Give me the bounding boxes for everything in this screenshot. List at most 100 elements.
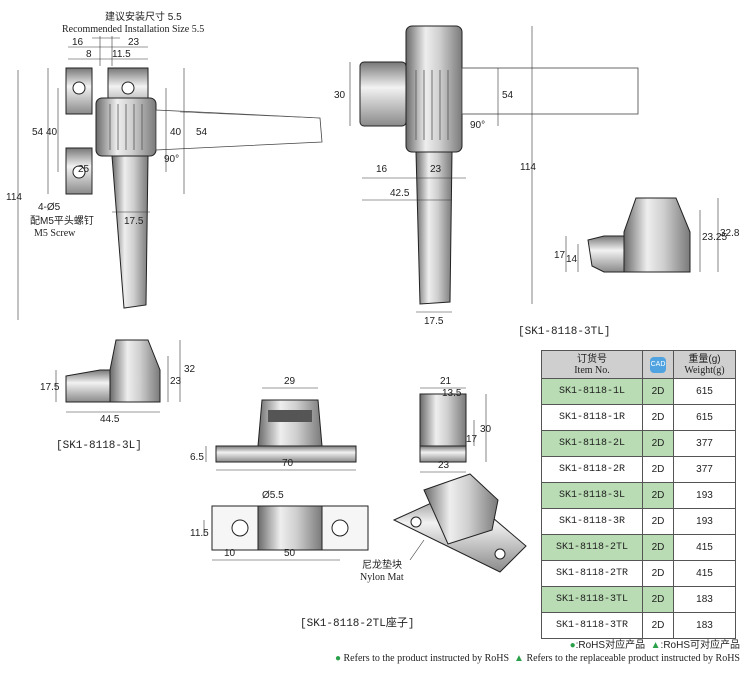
dim-11-5: 11.5 (112, 49, 131, 60)
front-view-3TL: 30 54 90° 16 23 42.5 114 17.5 [SK1-8118-… (334, 25, 639, 338)
rohs-dot-icon: ● (569, 640, 576, 651)
cell-cad: 2D (642, 508, 674, 535)
cell-weight: 183 (673, 586, 736, 613)
dim-11-5-seat: 11.5 (190, 528, 209, 539)
dim-17-seat: 17 (466, 434, 478, 445)
dim-54-3tl: 54 (502, 90, 514, 101)
dim-13-5: 13.5 (442, 388, 462, 399)
legend-rohs-en: Refers to the product instructed by RoHS (343, 653, 510, 664)
dim-90-deg-1: 90° (164, 154, 179, 165)
dim-114-left: 114 (6, 192, 22, 203)
cell-item: SK1-8118-3TR (541, 612, 643, 639)
dim-114-right: 114 (520, 162, 536, 173)
cell-item: SK1-8118-2TL (541, 534, 643, 561)
dim-21: 21 (440, 376, 452, 387)
rohs-triangle-icon-en: ▲ (514, 653, 524, 664)
dim-17-5-3l: 17.5 (40, 382, 60, 393)
dim-32-3l: 32 (184, 364, 196, 375)
install-note-cn: 建议安装尺寸 5.5 (105, 10, 182, 23)
header-weight-en: Weight(g) (684, 364, 725, 376)
cell-cad: 2D (642, 534, 674, 561)
cell-weight: 377 (673, 456, 736, 483)
cell-cad: 2D (642, 430, 674, 457)
cell-cad: 2D (642, 560, 674, 587)
header-item-en: Item No. (574, 364, 610, 376)
legend-rohs-replace-cn: :RoHS可对应产品 (660, 640, 740, 651)
dim-32-8: 32.8 (720, 228, 740, 239)
dim-14: 14 (566, 254, 578, 265)
cell-item: SK1-8118-3R (541, 508, 643, 535)
dim-44-5: 44.5 (100, 414, 120, 425)
dim-8: 8 (86, 49, 92, 60)
dim-23-3l: 23 (170, 376, 182, 387)
dim-16: 16 (72, 37, 84, 48)
dim-5-5: Ø5.5 (262, 490, 284, 501)
dim-29: 29 (284, 376, 296, 387)
dim-23-seat: 23 (438, 460, 450, 471)
label-3tl: [SK1-8118-3TL] (518, 326, 610, 338)
dim-40-right: 40 (170, 127, 182, 138)
screw-spec: 4-Ø5 (38, 202, 61, 213)
header-item-cn: 订货号 (577, 353, 607, 365)
dim-70: 70 (282, 458, 294, 469)
cell-cad: 2D (642, 456, 674, 483)
dim-16-3tl: 16 (376, 164, 388, 175)
cell-cad: 2D (642, 612, 674, 639)
label-2tl: [SK1-8118-2TL座子] (300, 615, 414, 630)
side-view-3L: 17.5 23 32 44.5 [SK1-8118-3L] (40, 339, 196, 452)
nylon-note-en: Nylon Mat (360, 572, 404, 583)
legend-row-cn: ●:RoHS对应产品 ▲:RoHS可对应产品 (250, 639, 740, 652)
seat-view-2TL-top: Ø5.5 11.5 10 50 (190, 490, 369, 561)
cell-weight: 377 (673, 430, 736, 457)
dim-30-seat: 30 (480, 424, 492, 435)
cell-item: SK1-8118-3L (541, 482, 643, 509)
front-view-1L: 建议安装尺寸 5.5 Recommended Installation Size… (6, 10, 323, 320)
cell-item: SK1-8118-2TR (541, 560, 643, 587)
cell-weight: 183 (673, 612, 736, 639)
dim-23-3tl: 23 (430, 164, 442, 175)
screw-note-cn: 配M5平头螺钉 (30, 215, 94, 227)
dim-6-5: 6.5 (190, 452, 204, 463)
dim-23-25: 23.25 (702, 232, 727, 243)
cell-cad: 2D (642, 482, 674, 509)
cell-weight: 415 (673, 534, 736, 561)
side-view-3TL: 17 14 23.25 32.8 (554, 197, 740, 273)
seat-view-2TL-side: 21 13.5 17 30 23 (419, 376, 492, 473)
cell-item: SK1-8118-1R (541, 404, 643, 431)
legend-rohs-replace-en: Refers to the replaceable product instru… (526, 653, 740, 664)
cell-item: SK1-8118-1L (541, 378, 643, 405)
rohs-dot-icon-en: ● (334, 653, 342, 664)
cell-weight: 615 (673, 378, 736, 405)
header-weight: 重量(g)Weight(g) (673, 350, 736, 379)
dim-90-deg-2: 90° (470, 120, 485, 131)
dim-17-side: 17 (554, 250, 566, 261)
dim-17-5-left: 17.5 (124, 216, 144, 227)
screw-note-en: M5 Screw (34, 228, 76, 239)
rohs-triangle-icon: ▲ (650, 640, 661, 651)
dim-10: 10 (224, 548, 236, 559)
dim-50: 50 (284, 548, 296, 559)
cell-weight: 415 (673, 560, 736, 587)
cad-icon: CAD (650, 356, 666, 373)
install-note-en: Recommended Installation Size 5.5 (62, 24, 204, 35)
header-cad: CAD (642, 350, 674, 379)
cell-weight: 615 (673, 404, 736, 431)
cell-weight: 193 (673, 482, 736, 509)
dim-54-left: 54 (32, 127, 44, 138)
cell-cad: 2D (642, 404, 674, 431)
dim-30: 30 (334, 90, 346, 101)
cell-weight: 193 (673, 508, 736, 535)
dim-25: 25 (78, 164, 90, 175)
